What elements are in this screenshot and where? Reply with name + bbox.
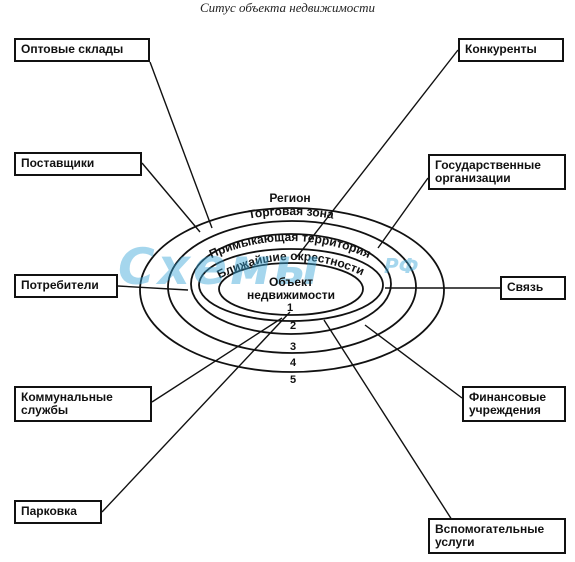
line-government bbox=[377, 177, 429, 249]
line-auxiliary bbox=[323, 319, 453, 521]
ring-label-trade-zone: Торговая зона bbox=[247, 204, 335, 222]
box-suppliers: Поставщики bbox=[14, 152, 142, 176]
line-financial bbox=[364, 324, 463, 399]
diagram-title: Ситус объекта недвижимости bbox=[200, 0, 375, 15]
box-consumers: Потребители bbox=[14, 274, 118, 298]
ring-4 bbox=[167, 220, 417, 354]
ring-number-3: 3 bbox=[290, 341, 297, 353]
ring-number-4: 4 bbox=[290, 357, 297, 369]
line-consumers bbox=[117, 285, 189, 291]
watermark-suffix: РФ bbox=[384, 254, 419, 278]
ring-number-2: 2 bbox=[290, 320, 297, 332]
box-communication: Связь bbox=[500, 276, 566, 300]
ring-number-1: 1 bbox=[287, 302, 294, 314]
ring-2 bbox=[198, 248, 384, 322]
box-government: Государственные организации bbox=[428, 154, 566, 190]
line-wholesale bbox=[149, 61, 213, 229]
ring-5 bbox=[139, 207, 445, 373]
box-financial: Финансовые учреждения bbox=[462, 386, 566, 422]
line-parking bbox=[101, 311, 291, 513]
ring-3 bbox=[190, 233, 392, 335]
ring-label-region: Регион bbox=[269, 191, 311, 205]
line-suppliers bbox=[141, 162, 201, 233]
object-label: Объект недвижимости bbox=[247, 275, 335, 302]
box-utilities: Коммунальные службы bbox=[14, 386, 152, 422]
watermark-logo: Схемы bbox=[118, 238, 322, 296]
box-auxiliary: Вспомогательные услуги bbox=[428, 518, 566, 554]
box-parking: Парковка bbox=[14, 500, 102, 524]
ring-1 bbox=[218, 262, 364, 316]
box-competitors: Конкуренты bbox=[458, 38, 564, 62]
ring-number-5: 5 bbox=[290, 374, 297, 386]
box-wholesale: Оптовые склады bbox=[14, 38, 150, 62]
